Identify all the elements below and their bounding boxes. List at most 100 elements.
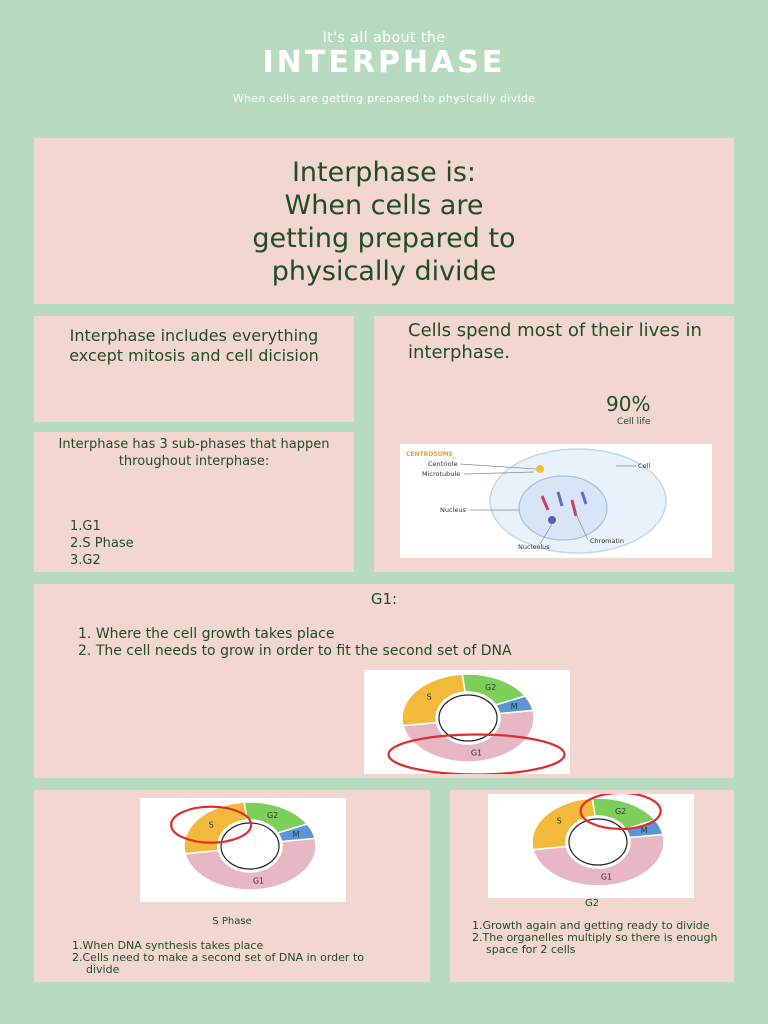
list-item: 1. Where the cell growth takes place [78,626,718,643]
list-number: 2. [72,951,83,964]
list-item: 2.Cells need to make a second set of DNA… [72,952,392,976]
percent-label: Cell life [617,417,651,427]
centriole-shape [536,465,544,473]
list-number: 1. [472,919,483,932]
label-centrosome: CENTROSOME [406,451,453,458]
list-text: Cells need to make a second set of DNA i… [82,951,365,976]
label-cell: Cell [638,462,650,470]
chromatin-strand [556,491,564,507]
leader-line [463,471,535,475]
cycle-center-arrow [568,818,628,866]
lifespan-card: Cells spend most of their lives in inter… [374,316,734,572]
cycle-label-s: S [427,693,432,702]
list-label: G1 [82,519,101,534]
cycle-center-arrow [438,694,498,742]
label-chromatin: Chromatin [590,537,624,545]
g2-list: 1.Growth again and getting ready to divi… [472,920,722,956]
g1-title: G1: [370,590,398,608]
list-label: G2 [82,553,101,568]
list-item: 1.G1 [70,518,134,535]
label-microtubule: Microtubule [422,470,460,478]
list-item: 1.Growth again and getting ready to divi… [472,920,722,932]
lifespan-text: Cells spend most of their lives in inter… [408,320,702,363]
g2-caption: G2 [584,898,600,909]
list-number: 2. [472,931,483,944]
chromatin-strand [580,491,588,505]
cell-diagram: CENTROSOME Centriole Microtubule Cell Nu… [400,444,712,558]
list-item: 2. The cell needs to grow in order to fi… [78,643,718,660]
cycle-label-s: S [557,817,562,826]
definition-line-1: Interphase is: [291,157,477,188]
list-text: The organelles multiply so there is enou… [482,931,718,956]
label-centriole: Centriole [428,460,457,468]
includes-card: Interphase includes everything except mi… [34,316,354,422]
list-item: 2.The organelles multiply so there is en… [472,932,722,956]
leader-line [459,463,537,470]
list-item: 3.G2 [70,552,134,569]
definition-text: Interphase is: When cells are getting pr… [34,156,734,288]
cycle-segment-s [401,673,467,727]
cycle-svg: G1 S G2M [170,801,317,891]
list-number: 2. [70,536,83,551]
header-pretitle: It's all about the [322,30,446,46]
cycle-label-m: M [641,826,648,835]
list-text: When DNA synthesis takes place [82,939,264,952]
cycle-segment-m [276,823,316,843]
list-item: 2.S Phase [70,535,134,552]
percent-value: 90% [606,392,651,416]
cell-diagram-svg: CENTROSOME Centriole Microtubule Cell Nu… [406,448,667,554]
label-nucleus: Nucleus [440,506,466,514]
definition-line-4: physically divide [271,256,497,287]
nucleolus-shape [548,516,556,524]
list-number: 1. [72,939,83,952]
definition-line-3: getting prepared to [252,223,516,254]
list-text: Where the cell growth takes place [95,626,335,642]
list-number: 3. [70,553,83,568]
list-number: 1. [70,519,83,534]
cycle-label-g1: G1 [601,872,612,881]
s-phase-list: 1.When DNA synthesis takes place 2.Cells… [72,940,392,976]
cycle-label-m: M [511,702,518,711]
cycle-svg: G1 S G2M [531,791,665,887]
nucleus-shape [518,475,608,541]
definition-card: Interphase is: When cells are getting pr… [34,138,734,304]
cycle-label-g2: G2 [615,807,626,816]
page-title: INTERPHASE [262,45,506,80]
cycle-segment-m [494,695,534,715]
list-text: Growth again and getting ready to divide [482,919,710,932]
cycle-label-g1: G1 [471,748,482,757]
includes-text: Interphase includes everything except mi… [69,326,319,365]
highlight-circle-s [170,805,253,844]
cycle-segment-s [183,801,249,855]
label-nucleolus: Nucleolus [518,543,550,551]
list-number: 2. [78,643,92,659]
subphases-list: 1.G1 2.S Phase 3.G2 [70,518,134,569]
g1-card: G1: 1. Where the cell growth takes place… [34,584,734,778]
definition-line-2: When cells are [284,190,484,221]
leader-line [539,523,553,545]
list-item: 1.When DNA synthesis takes place [72,940,392,952]
cycle-label-g2: G2 [485,683,496,692]
header: It's all about the INTERPHASE When cells… [0,30,768,105]
cycle-label-g2: G2 [267,811,278,820]
chromatin-strand [570,499,578,517]
subphases-intro: Interphase has 3 sub-phases that happen … [58,437,330,469]
header-subtitle: When cells are getting prepared to physi… [232,92,536,105]
list-text: The cell needs to grow in order to fit t… [95,643,512,659]
s-phase-caption: S Phase [212,916,252,927]
cycle-label-m: M [293,830,300,839]
cycle-segment-s [531,797,597,851]
leader-line [575,513,589,541]
g1-list: 1. Where the cell growth takes place 2. … [78,626,718,660]
list-number: 1. [78,626,92,642]
cycle-label-g1: G1 [253,876,264,885]
list-label: S Phase [82,536,134,551]
chromatin-strand [540,495,550,511]
cycle-label-s: S [209,821,214,830]
cycle-svg: G1 S G2M [387,673,566,776]
